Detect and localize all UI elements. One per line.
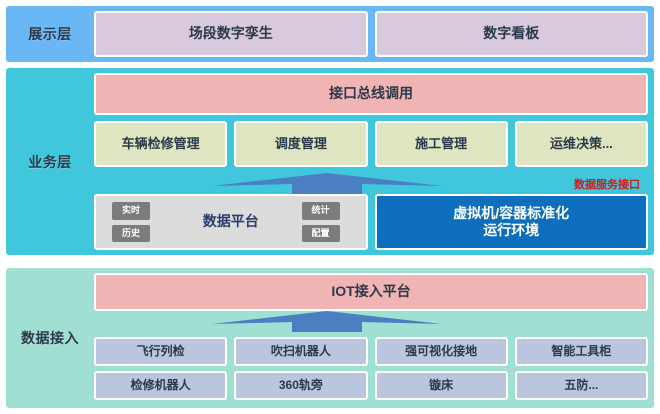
tag-configuration[interactable]: 配置 — [301, 224, 340, 242]
data-access-arrow-strip — [94, 311, 648, 332]
runtime-line-2: 运行环境 — [483, 222, 540, 238]
tag-realtime[interactable]: 实时 — [112, 202, 150, 220]
module-construction-management[interactable]: 施工管理 — [374, 121, 508, 167]
layer-data-access-label: 数据接入 — [21, 330, 79, 346]
tag-statistics[interactable]: 统计 — [301, 202, 340, 220]
layer-business-body: 接口总线调用 车辆检修管理 调度管理 施工管理 运维决策... 数据服务接口 实… — [94, 68, 654, 255]
layer-display-body: 场段数字孪生 数字看板 — [94, 6, 654, 62]
device-five-prevention[interactable]: 五防... — [514, 371, 648, 400]
device-visual-grounding[interactable]: 强可视化接地 — [374, 337, 508, 366]
device-smart-tool-cabinet[interactable]: 智能工具柜 — [514, 337, 648, 366]
iot-platform-box[interactable]: IOT接入平台 — [94, 273, 648, 311]
platform-row: 实时 历史 数据平台 统计 配置 虚拟机/容器标准化 运行环境 — [94, 194, 648, 250]
device-360-trackside[interactable]: 360轨旁 — [234, 371, 368, 400]
data-service-interface-label: 数据服务接口 — [574, 179, 640, 191]
module-dispatch-management[interactable]: 调度管理 — [234, 121, 368, 167]
data-platform-title: 数据平台 — [202, 213, 259, 230]
layer-display: 展示层 场段数字孪生 数字看板 — [6, 6, 654, 62]
data-platform-tags-left: 实时 历史 — [112, 202, 150, 242]
module-ops-decision[interactable]: 运维决策... — [514, 121, 648, 167]
layer-display-label: 展示层 — [28, 26, 72, 42]
data-service-arrow-icon — [211, 173, 442, 194]
layer-business: 业务层 接口总线调用 车辆检修管理 调度管理 施工管理 运维决策... 数据服务… — [6, 68, 654, 255]
interface-bus-box[interactable]: 接口总线调用 — [94, 73, 648, 115]
device-blow-sweep-robot[interactable]: 吹扫机器人 — [234, 337, 368, 366]
device-wheel-lathe[interactable]: 镟床 — [374, 371, 508, 400]
layer-data-access-body: IOT接入平台 飞行列检 吹扫机器人 强可视化接地 智能工具柜 检修机器人 36… — [94, 268, 654, 408]
data-platform-tags-right: 统计 配置 — [301, 202, 340, 242]
business-arrow-strip: 数据服务接口 — [94, 173, 648, 194]
display-box-digital-twin[interactable]: 场段数字孪生 — [94, 11, 368, 57]
layer-business-label: 业务层 — [28, 153, 72, 170]
runtime-line-1: 虚拟机/容器标准化 — [453, 204, 570, 221]
device-row-1: 飞行列检 吹扫机器人 强可视化接地 智能工具柜 — [94, 337, 648, 366]
module-vehicle-maintenance[interactable]: 车辆检修管理 — [94, 121, 228, 167]
tag-history[interactable]: 历史 — [112, 224, 150, 242]
device-row-2: 检修机器人 360轨旁 镟床 五防... — [94, 371, 648, 400]
iot-uplink-arrow-icon — [211, 311, 442, 332]
display-box-dashboard[interactable]: 数字看板 — [374, 11, 648, 57]
device-flight-inspection[interactable]: 飞行列检 — [94, 337, 228, 366]
display-box-row: 场段数字孪生 数字看板 — [94, 11, 648, 57]
runtime-environment-box[interactable]: 虚拟机/容器标准化 运行环境 — [374, 194, 648, 250]
business-module-row: 车辆检修管理 调度管理 施工管理 运维决策... — [94, 121, 648, 167]
data-platform-box[interactable]: 实时 历史 数据平台 统计 配置 — [94, 194, 368, 250]
layer-data-access: 数据接入 IOT接入平台 飞行列检 吹扫机器人 强可视化接地 智能工具柜 检修机… — [6, 268, 654, 408]
device-maintenance-robot[interactable]: 检修机器人 — [94, 371, 228, 400]
